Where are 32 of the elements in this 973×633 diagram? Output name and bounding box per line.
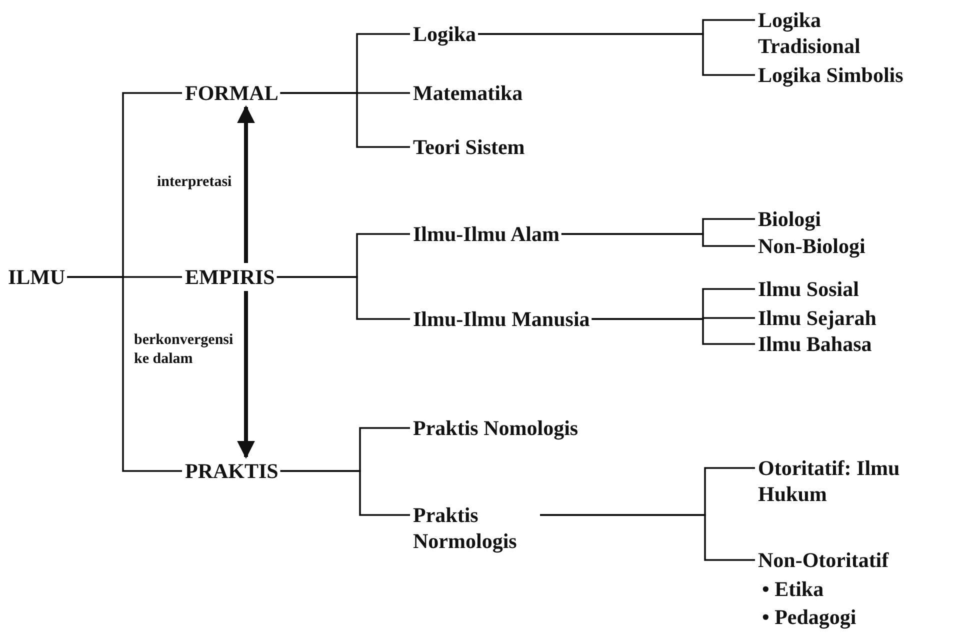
category-label: PRAKTIS: [185, 458, 278, 484]
connector-line: [592, 318, 755, 345]
category-label: Biologi: [758, 206, 822, 232]
category-label: Logika Simbolis: [758, 62, 904, 88]
list-item: • Pedagogi: [762, 604, 858, 631]
category-label: ILMU: [8, 264, 66, 290]
list-item: • Etika: [762, 576, 825, 603]
connector-line: [67, 276, 182, 472]
connector-line: [280, 470, 410, 516]
connector-line: [276, 276, 410, 320]
category-label: FORMAL: [185, 80, 278, 106]
category-label: Ilmu Sosial: [758, 276, 859, 302]
connector-line: [478, 33, 755, 76]
category-label: Matematika: [413, 80, 523, 106]
arrow: [237, 291, 255, 459]
category-label: Ilmu Sejarah: [758, 305, 876, 331]
category-label: Logika Tradisional: [758, 7, 898, 59]
connector-line: [280, 92, 410, 148]
arrow: [237, 105, 255, 263]
category-label: EMPIRIS: [185, 264, 275, 290]
category-label: Non-Biologi: [758, 233, 866, 259]
category-label: Ilmu-Ilmu Alam: [413, 221, 560, 247]
category-label: Non-Otoritatif: [758, 547, 889, 573]
connector-line: [540, 514, 755, 561]
category-label: Logika: [413, 21, 476, 47]
category-label: Praktis Nomologis: [413, 415, 578, 441]
connector-line: [561, 233, 755, 247]
category-label: Praktis Normologis: [413, 502, 538, 554]
category-label: Ilmu Bahasa: [758, 331, 872, 357]
category-label: Ilmu-Ilmu Manusia: [413, 306, 590, 332]
category-label: Otoritatif: Ilmu Hukum: [758, 455, 908, 507]
category-label: Teori Sistem: [413, 134, 525, 160]
